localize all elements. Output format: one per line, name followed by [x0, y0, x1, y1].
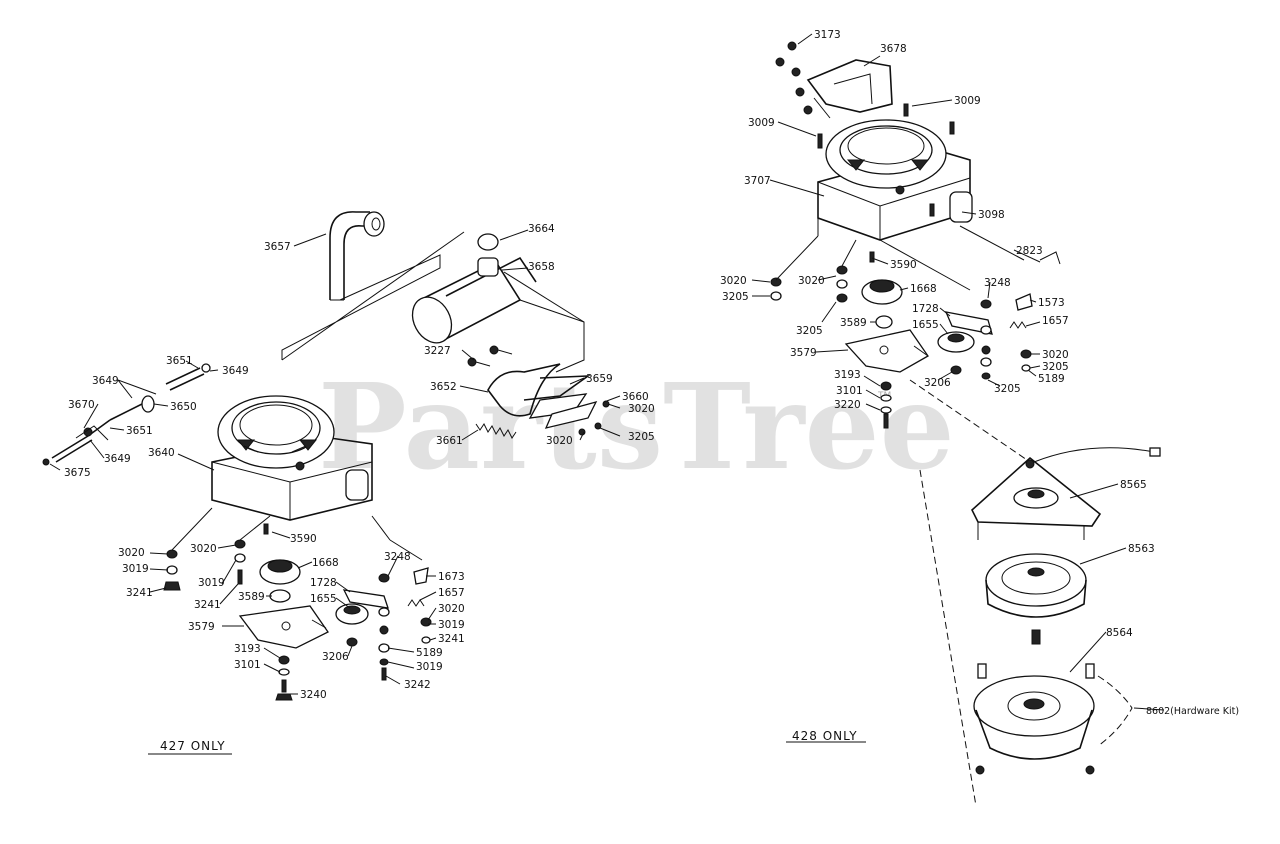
label-3640: 3640: [148, 447, 175, 459]
label-3678: 3678: [880, 43, 907, 55]
label-3020: 3020: [438, 603, 465, 615]
label-1657: 1657: [1042, 315, 1069, 327]
engine-428: [817, 103, 1061, 291]
label-3649: 3649: [104, 453, 131, 465]
spring-3661: [475, 423, 517, 439]
label-3101: 3101: [836, 385, 863, 397]
label-3205: 3205: [722, 291, 749, 303]
label-3240: 3240: [300, 689, 327, 701]
label-1655: 1655: [310, 593, 337, 605]
label-1728: 1728: [912, 303, 939, 315]
exhaust-pipe-3657: [281, 211, 465, 361]
right-assembly: [770, 41, 1161, 807]
heat-shield-3659: [487, 363, 610, 436]
caption-427-only: 427 ONLY: [160, 739, 226, 753]
label-8563: 8563: [1128, 543, 1155, 555]
label-1668: 1668: [312, 557, 339, 569]
label-3707: 3707: [744, 175, 771, 187]
muffler-3658: [411, 233, 585, 373]
left-assembly: [42, 211, 610, 755]
label-1573: 1573: [1038, 297, 1065, 309]
hardware-428: [770, 235, 1033, 429]
label-3661: 3661: [436, 435, 463, 447]
bolts-3227: [467, 345, 513, 367]
label-3658: 3658: [528, 261, 555, 273]
labels-427: 3657 3664 3658 3651 3649 3649 3650 3670 …: [64, 223, 655, 753]
label-3670: 3670: [68, 399, 95, 411]
label-3650: 3650: [170, 401, 197, 413]
label-3101: 3101: [234, 659, 261, 671]
label-3205: 3205: [628, 431, 655, 443]
label-3651: 3651: [166, 355, 193, 367]
label-3019: 3019: [416, 661, 443, 673]
label-1657: 1657: [438, 587, 465, 599]
label-3652: 3652: [430, 381, 457, 393]
label-3020: 3020: [628, 403, 655, 415]
label-3009: 3009: [748, 117, 775, 129]
label-3205: 3205: [994, 383, 1021, 395]
label-3205: 3205: [1042, 361, 1069, 373]
label-1673: 1673: [438, 571, 465, 583]
label-3220: 3220: [834, 399, 861, 411]
label-3173: 3173: [814, 29, 841, 41]
label-3651: 3651: [126, 425, 153, 437]
label-2823: 2823: [1016, 245, 1043, 257]
hardware-427: [163, 507, 432, 701]
label-3590: 3590: [290, 533, 317, 545]
label-5189: 5189: [416, 647, 443, 659]
leader-lines: [49, 33, 1165, 711]
label-1655: 1655: [912, 319, 939, 331]
label-3660: 3660: [622, 391, 649, 403]
linkage-3670: [42, 363, 211, 466]
label-3019: 3019: [198, 577, 225, 589]
engine-427: [211, 395, 373, 535]
label-3579: 3579: [790, 347, 817, 359]
label-3659: 3659: [586, 373, 613, 385]
label-3248: 3248: [984, 277, 1011, 289]
label-3227: 3227: [424, 345, 451, 357]
label-3675: 3675: [64, 467, 91, 479]
label-3589: 3589: [840, 317, 867, 329]
label-3248: 3248: [384, 551, 411, 563]
label-1668: 1668: [910, 283, 937, 295]
label-3020: 3020: [118, 547, 145, 559]
label-3241: 3241: [438, 633, 465, 645]
label-8602-hardware-kit: 8602(Hardware Kit): [1146, 706, 1239, 717]
label-3020: 3020: [546, 435, 573, 447]
label-3206: 3206: [924, 377, 951, 389]
label-8565: 8565: [1120, 479, 1147, 491]
label-3020: 3020: [720, 275, 747, 287]
label-3020: 3020: [190, 543, 217, 555]
watermark: PartsTree: [318, 357, 955, 496]
label-3206: 3206: [322, 651, 349, 663]
label-3649: 3649: [92, 375, 119, 387]
label-1728: 1728: [310, 577, 337, 589]
label-3241: 3241: [194, 599, 221, 611]
label-3241: 3241: [126, 587, 153, 599]
label-3590: 3590: [890, 259, 917, 271]
label-3193: 3193: [834, 369, 861, 381]
clutch-assembly: [909, 379, 1161, 807]
label-3205: 3205: [796, 325, 823, 337]
label-3098: 3098: [978, 209, 1005, 221]
label-3579: 3579: [188, 621, 215, 633]
label-3020: 3020: [1042, 349, 1069, 361]
label-3019: 3019: [438, 619, 465, 631]
label-3589: 3589: [238, 591, 265, 603]
label-3657: 3657: [264, 241, 291, 253]
bracket-3678: [775, 41, 893, 119]
label-3009: 3009: [954, 95, 981, 107]
labels-428: 3173 3678 3009 3009 3707 3098 2823 3590 …: [720, 29, 1239, 743]
label-3019: 3019: [122, 563, 149, 575]
caption-428-only: 428 ONLY: [792, 729, 858, 743]
label-8564: 8564: [1106, 627, 1133, 639]
label-3649: 3649: [222, 365, 249, 377]
label-3664: 3664: [528, 223, 555, 235]
label-3193: 3193: [234, 643, 261, 655]
label-3242: 3242: [404, 679, 431, 691]
label-3020: 3020: [798, 275, 825, 287]
label-5189: 5189: [1038, 373, 1065, 385]
